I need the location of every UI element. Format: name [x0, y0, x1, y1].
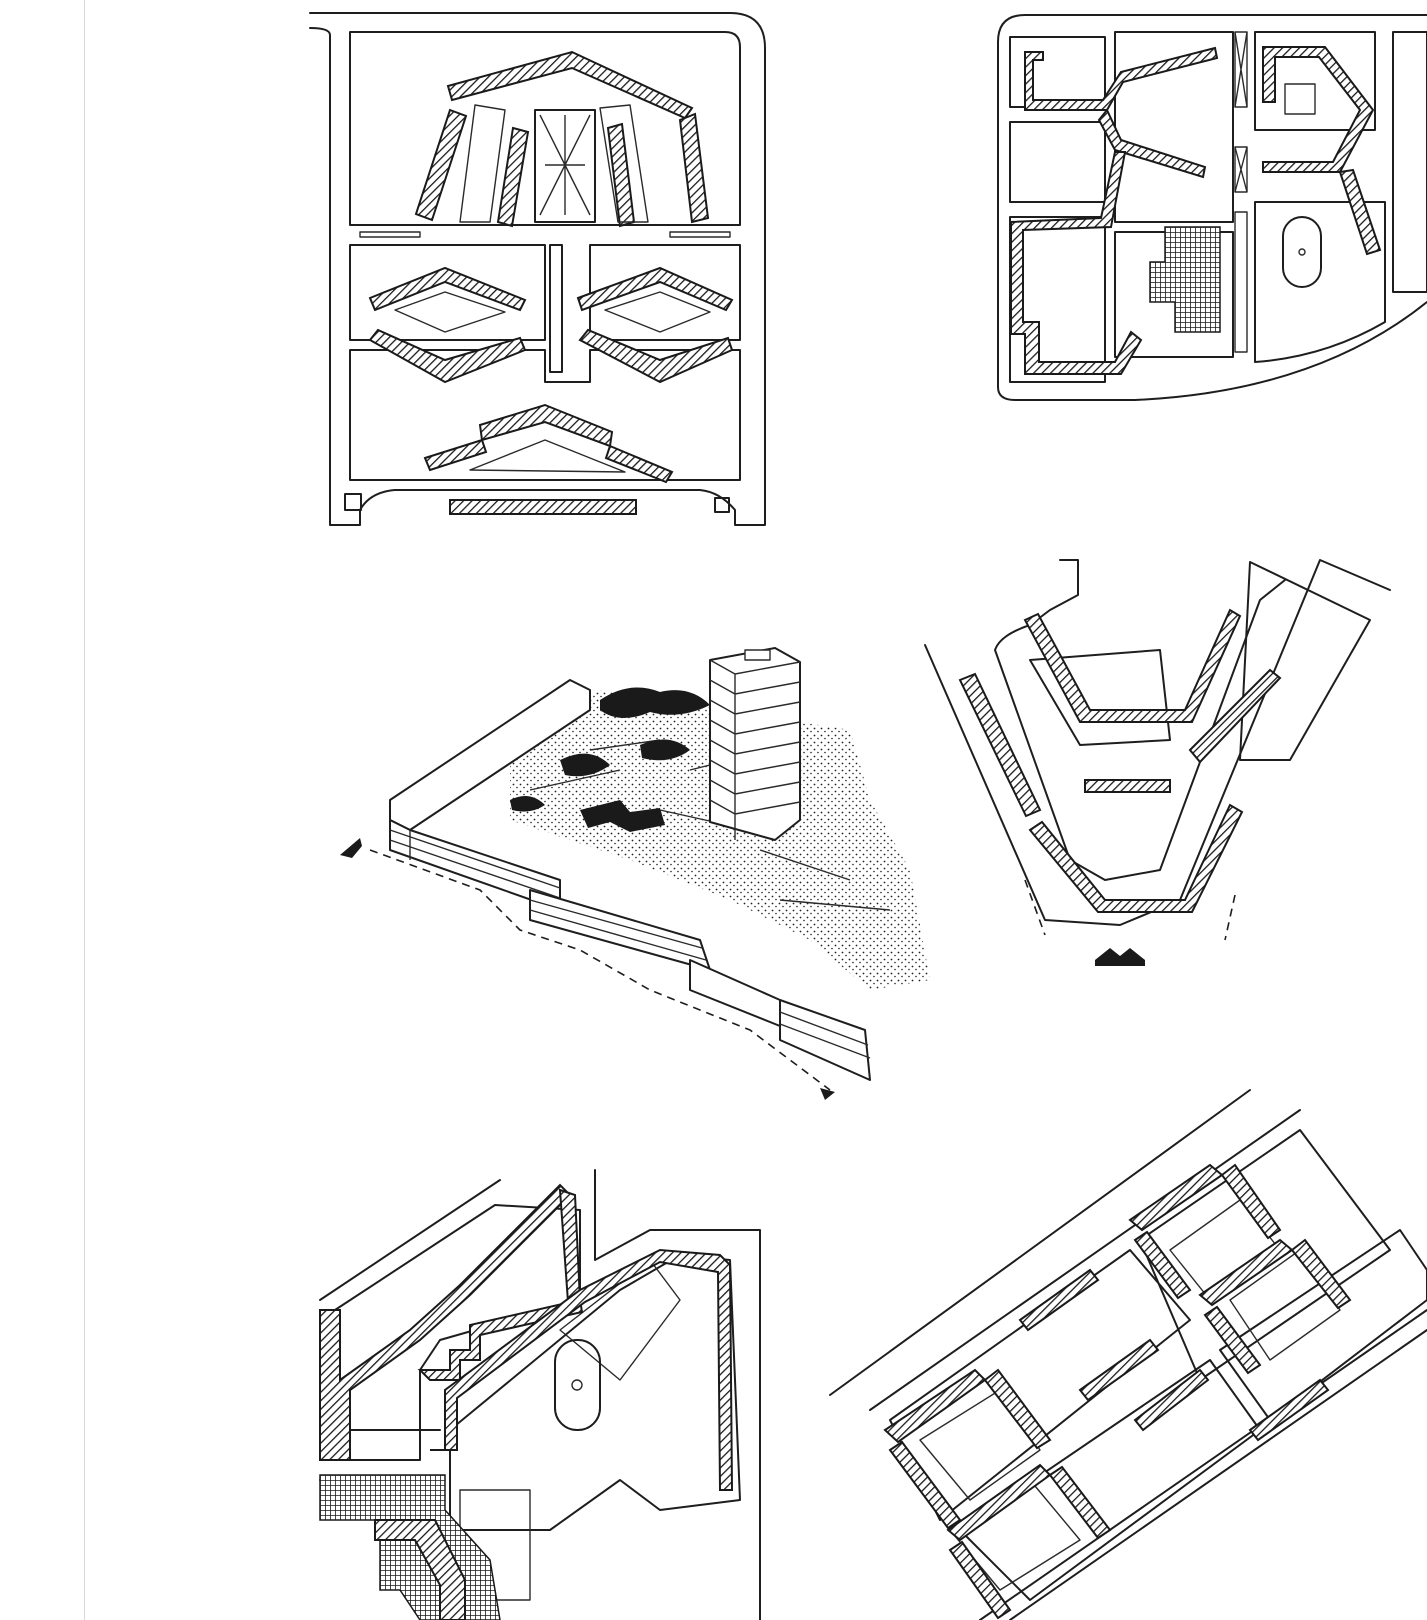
- chevron-mid-left-b: [368, 328, 527, 384]
- v-building-left-slab: [958, 672, 1042, 818]
- hatched-building-south: [374, 1519, 466, 1620]
- chevron-mid-right-b: [578, 328, 734, 384]
- inner-court: [1029, 649, 1171, 746]
- plot-north-east: [1239, 561, 1371, 761]
- strip-cross-hatching: [1234, 31, 1248, 193]
- block-outline: [997, 14, 1427, 401]
- garden-pattern: [539, 114, 591, 216]
- sports-field: [554, 1339, 601, 1431]
- court4-right: [1290, 1238, 1352, 1310]
- court2-left: [948, 1540, 1012, 1620]
- plot-northwest: [334, 1204, 581, 1461]
- slab-west-2: [529, 889, 711, 971]
- sports-field: [1282, 216, 1322, 288]
- court1-left: [888, 1440, 962, 1530]
- central-path: [549, 244, 563, 373]
- central-slab: [1084, 779, 1171, 793]
- hex-inner-plot: [1284, 83, 1316, 115]
- slab-west-4-floors: [779, 1011, 871, 1059]
- plan-v-shaped-block: [924, 540, 1427, 980]
- chevron-building-top: [446, 50, 694, 120]
- lower-court-road: [349, 349, 741, 481]
- chevron-mid-left-a: [368, 266, 527, 312]
- chevron-mid-right-a: [576, 266, 734, 312]
- court2-right: [1048, 1465, 1112, 1540]
- walkway-route: [369, 849, 831, 1091]
- pavilion-wing-right: [604, 444, 674, 484]
- diagonal-roads: [829, 1089, 1427, 1620]
- sports-field-centre: [1298, 248, 1306, 256]
- slab-south-east: [1248, 1378, 1330, 1442]
- pavilion-wing-left: [423, 438, 488, 472]
- court3-left: [1133, 1230, 1192, 1300]
- block-plots: [889, 1129, 1427, 1601]
- inner-road: [994, 559, 1286, 881]
- court4-left: [1203, 1305, 1262, 1375]
- axonometric-perimeter-block: [330, 647, 970, 1150]
- court3-top: [1128, 1163, 1224, 1232]
- entry-arrows: [1095, 948, 1145, 960]
- kiosk-left: [344, 493, 362, 511]
- street-lines: [319, 1169, 761, 1620]
- central-garden: [534, 109, 596, 223]
- slab-north-west: [1018, 1268, 1100, 1332]
- pavilion-court: [469, 439, 626, 473]
- plan-angular-block: [319, 1169, 770, 1620]
- hex-building-5: [1338, 168, 1382, 256]
- pedestrian-strips: [1234, 31, 1248, 353]
- hex-building-2: [1097, 108, 1207, 179]
- gridded-building: [1149, 226, 1221, 333]
- binding-margin-line: [84, 0, 85, 1620]
- tree-clusters: [510, 687, 710, 812]
- slab-right-2: [606, 122, 636, 228]
- slab-west-3: [689, 959, 791, 1031]
- arrow-left-entry: [340, 838, 362, 858]
- entry-paths: [1024, 879, 1236, 941]
- upper-court-road: [349, 31, 741, 226]
- slab-west-1-floors: [389, 829, 561, 899]
- court4-top: [1198, 1238, 1294, 1307]
- court1-right: [983, 1368, 1052, 1450]
- slab-left-2: [496, 126, 530, 228]
- slab-west-1: [389, 819, 561, 911]
- front-slab: [449, 499, 637, 515]
- plan-diagonal-courtyards: [829, 1089, 1427, 1620]
- bench-right: [669, 231, 731, 238]
- v-building-upper: [1023, 608, 1242, 723]
- bench-left: [359, 231, 421, 238]
- courtyard-lawns: [919, 1199, 1341, 1591]
- tower-roof-box: [744, 649, 771, 661]
- tower-floors: [709, 659, 801, 840]
- hex-building-1: [1024, 46, 1219, 111]
- slab-left-1: [414, 108, 468, 222]
- diagonal-slab-right: [1188, 668, 1282, 764]
- slab-south-central: [1133, 1368, 1210, 1432]
- kiosk-right: [714, 497, 730, 513]
- block-outline: [309, 12, 766, 526]
- hex-building-4: [1262, 46, 1375, 173]
- mid-court-lozenges: [394, 291, 711, 333]
- ground-paths: [529, 739, 891, 911]
- v-building-lower: [1028, 803, 1244, 913]
- sports-field-centre: [571, 1379, 583, 1391]
- plot-east: [449, 1254, 741, 1531]
- plan-symmetric-block: [300, 10, 770, 530]
- court3-right: [1220, 1163, 1282, 1240]
- stippled-ground: [510, 690, 930, 990]
- entry-bar: [1095, 960, 1145, 966]
- angular-building-ne-wing: [558, 1188, 582, 1304]
- middle-court-roads: [349, 244, 741, 341]
- courtyard-paths: [459, 104, 649, 223]
- angular-building-east: [430, 1248, 734, 1491]
- gridded-building: [319, 1474, 501, 1620]
- plan-hexagonal-block: [995, 12, 1427, 412]
- low-pavilion: [580, 800, 665, 832]
- hex-building-3: [1010, 151, 1143, 375]
- slab-central: [1078, 1338, 1160, 1402]
- arrow-exit: [820, 1088, 835, 1100]
- slab-right-1: [678, 112, 710, 224]
- slab-west-2-floors: [529, 899, 707, 961]
